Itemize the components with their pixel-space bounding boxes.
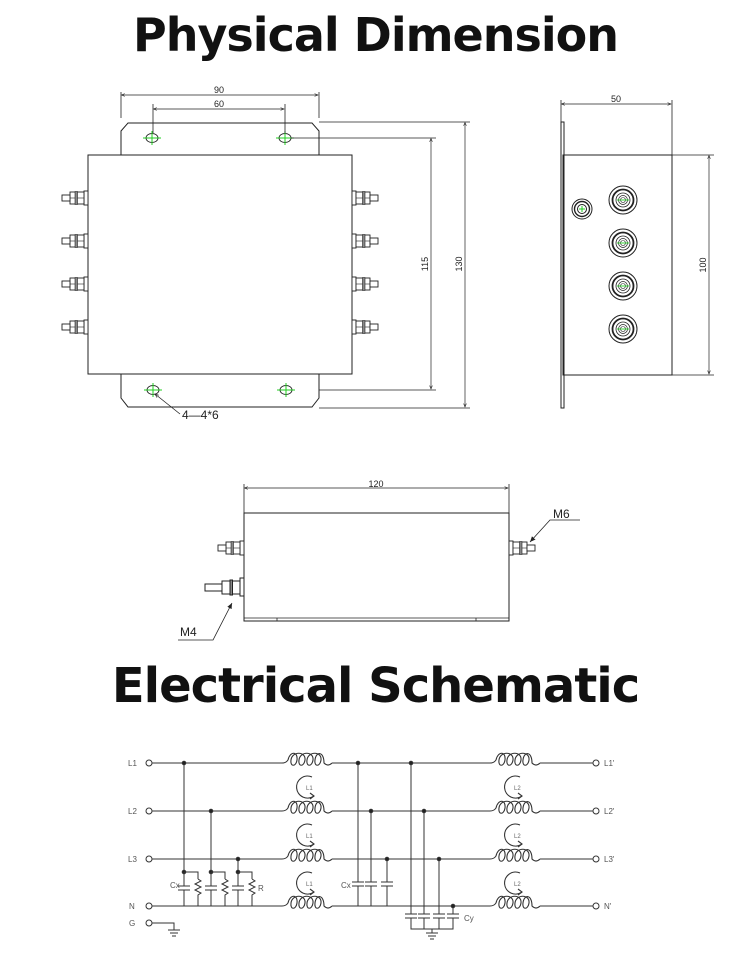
choke-coil-2 (489, 848, 541, 862)
choke2-label: L2 (514, 786, 521, 792)
output-l2-label: L2' (604, 807, 615, 816)
terminal-l3 (145, 855, 153, 863)
input-n-label: N (129, 902, 135, 911)
mounting-hole (143, 382, 163, 398)
output-n-label: N' (604, 902, 612, 911)
top-view: 90 60 115 130 4—4*6 (61, 85, 470, 422)
choke-coil-2 (489, 895, 541, 909)
choke1-label: L1 (306, 786, 313, 792)
dimension-50-label: 50 (611, 94, 621, 104)
hole-callout-label: 4—4*6 (182, 408, 219, 422)
m4-label: M4 (180, 625, 197, 639)
mounting-hole (142, 130, 162, 146)
terminal-left (61, 276, 89, 292)
terminal-right (351, 319, 379, 335)
dimension-60-label: 60 (214, 99, 224, 109)
body-outline (87, 154, 353, 375)
terminal-n (145, 902, 153, 910)
terminal-l2-out (592, 807, 600, 815)
ground-stud (571, 198, 593, 220)
choke2-label: L2 (514, 882, 521, 888)
choke2-label: L2 (514, 834, 521, 840)
terminal-n-out (592, 902, 600, 910)
dimension-100-label: 100 (698, 257, 708, 272)
mounting-hole (276, 382, 296, 398)
choke-coil-2 (489, 800, 541, 814)
choke-coil-2 (489, 752, 541, 766)
side-body-outline (562, 154, 673, 376)
side-terminal (608, 228, 638, 258)
terminal-right (351, 190, 379, 206)
choke-coil-1 (281, 800, 333, 814)
choke1-label: L1 (306, 882, 313, 888)
front-terminal-right (508, 540, 536, 556)
input-g-label: G (129, 919, 135, 928)
top-flange (120, 122, 320, 155)
terminal-g (145, 919, 153, 927)
mid-cx-network: Cx (341, 760, 393, 906)
choke1-label: L1 (306, 834, 313, 840)
terminal-left (61, 233, 89, 249)
ground-stud-m4 (204, 577, 245, 597)
dimension-130-label: 130 (454, 256, 464, 271)
terminal-right (351, 233, 379, 249)
schematic: L1 L2 L3 N G L1 L1 L1 (128, 752, 615, 940)
cy-label: Cy (464, 914, 474, 923)
cx-mid-label: Cx (341, 881, 351, 890)
side-view: 50 100 (560, 94, 714, 409)
r-label: R (258, 884, 264, 893)
input-cx-r-network: Cx R (170, 760, 264, 906)
bottom-flange (120, 374, 320, 408)
electrical-schematic-title: Electrical Schematic (111, 658, 640, 714)
output-l3-label: L3' (604, 855, 615, 864)
terminal-l3-out (592, 855, 600, 863)
cx-input-label: Cx (170, 881, 180, 890)
cy-network: Cy (405, 760, 474, 940)
terminal-l2 (145, 807, 153, 815)
input-l1-label: L1 (128, 759, 137, 768)
choke-coil-1 (281, 752, 333, 766)
side-terminal (608, 185, 638, 215)
front-view: 120 M6 M4 (178, 479, 580, 641)
side-terminal (608, 314, 638, 344)
choke-coil-1 (281, 895, 333, 909)
m6-label: M6 (553, 507, 570, 521)
choke-coil-1 (281, 848, 333, 862)
input-l3-label: L3 (128, 855, 137, 864)
terminal-l1 (145, 759, 153, 767)
output-l1-label: L1' (604, 759, 615, 768)
side-terminal (608, 271, 638, 301)
dimension-90-label: 90 (214, 85, 224, 95)
physical-dimension-title: Physical Dimension (132, 8, 619, 62)
input-l2-label: L2 (128, 807, 137, 816)
dimension-120-label: 120 (368, 479, 383, 489)
front-body-outline (243, 512, 510, 622)
terminal-left (61, 190, 89, 206)
terminal-left (61, 319, 89, 335)
terminal-l1-out (592, 759, 600, 767)
dimension-115-label: 115 (420, 257, 430, 271)
front-terminal-left (217, 540, 245, 556)
terminal-right (351, 276, 379, 292)
